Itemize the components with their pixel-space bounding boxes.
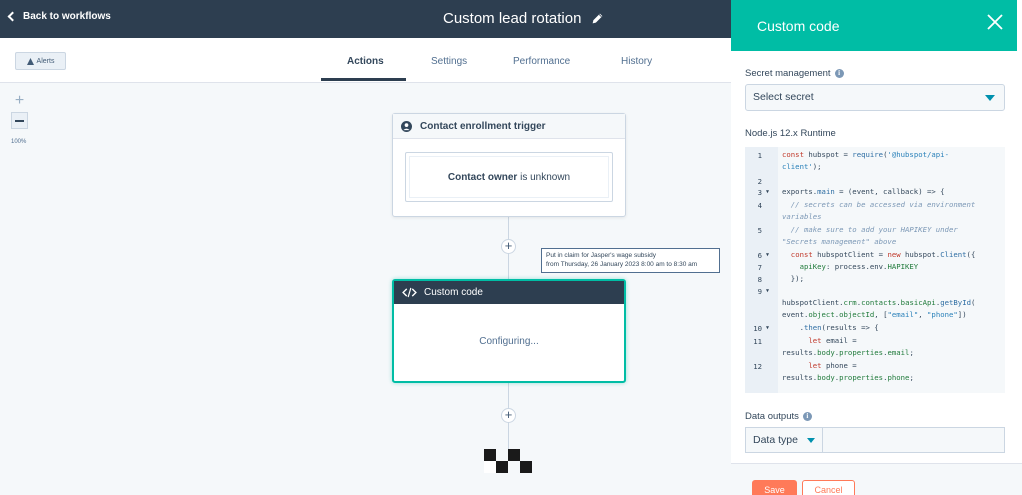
workflow-topbar: Back to workflows Custom lead rotation: [0, 0, 731, 38]
tooltip-line-2: from Thursday, 26 January 2023 8:00 am t…: [546, 261, 698, 268]
runtime-label: Node.js 12.x Runtime: [745, 128, 836, 139]
secret-management-label: Secret management i: [745, 68, 844, 79]
code-editor[interactable]: 1 const hubspot = require('@hubspot/api-…: [745, 147, 1005, 393]
custom-code-action-card[interactable]: Custom code Configuring...: [392, 279, 626, 383]
tab-performance[interactable]: Performance: [513, 56, 571, 67]
zoom-in-button[interactable]: +: [14, 92, 25, 109]
save-button[interactable]: Save: [752, 480, 797, 495]
workflow-end-flag: [484, 449, 532, 473]
panel-scrollbar[interactable]: [1017, 0, 1022, 51]
filter-condition: is unknown: [517, 171, 571, 183]
workflow-title-text: Custom lead rotation: [443, 10, 582, 27]
zoom-level: 100%: [11, 139, 27, 145]
active-tab-indicator: [321, 78, 406, 81]
secret-select-placeholder: Select secret: [753, 91, 814, 103]
back-link-label: Back to workflows: [23, 11, 111, 22]
workflow-title[interactable]: Custom lead rotation: [443, 10, 604, 27]
panel-footer: Save Cancel: [731, 463, 1022, 495]
custom-code-title: Custom code: [424, 287, 483, 298]
info-icon[interactable]: i: [802, 412, 812, 421]
data-output-name-input[interactable]: [823, 427, 1005, 453]
trigger-header: Contact enrollment trigger: [393, 114, 625, 139]
data-type-select[interactable]: Data type: [745, 427, 823, 453]
calendar-tooltip: Put in claim for Jasper's wage subsidy f…: [541, 248, 720, 273]
contact-icon: [401, 120, 412, 132]
code-icon: [402, 287, 417, 298]
enrollment-trigger-card[interactable]: Contact enrollment trigger Contact owner…: [392, 113, 626, 217]
alerts-button[interactable]: Alerts: [15, 52, 66, 70]
custom-code-panel: Custom code Secret management i Select s…: [731, 0, 1022, 495]
custom-code-header: Custom code: [394, 281, 624, 304]
caret-down-icon: [985, 95, 995, 101]
caret-down-icon: [807, 438, 815, 443]
add-action-button[interactable]: +: [501, 239, 516, 254]
trigger-title: Contact enrollment trigger: [420, 120, 546, 132]
close-icon[interactable]: [985, 12, 1005, 32]
back-to-workflows-link[interactable]: Back to workflows: [7, 11, 111, 22]
chevron-left-icon: [7, 11, 18, 22]
workflow-tabs-row: Alerts Actions Settings Performance Hist…: [0, 38, 731, 83]
zoom-out-button[interactable]: [11, 112, 28, 129]
trigger-filter[interactable]: Contact owner is unknown: [405, 152, 613, 202]
configuring-status: Configuring...: [479, 336, 539, 347]
secret-management-text: Secret management: [745, 68, 831, 79]
panel-header: Custom code: [731, 0, 1022, 51]
info-icon[interactable]: i: [834, 69, 844, 78]
tab-actions[interactable]: Actions: [347, 56, 384, 67]
data-type-label: Data type: [753, 434, 798, 446]
filter-property: Contact owner: [447, 171, 518, 183]
alerts-label: Alerts: [36, 57, 55, 65]
cancel-button[interactable]: Cancel: [802, 480, 855, 495]
pencil-icon[interactable]: [591, 12, 604, 25]
panel-title: Custom code: [757, 18, 840, 34]
data-outputs-label: Data outputs i: [745, 411, 812, 422]
tab-history[interactable]: History: [621, 56, 653, 67]
tab-settings[interactable]: Settings: [431, 56, 468, 67]
warning-icon: [26, 57, 34, 65]
tooltip-line-1: Put in claim for Jasper's wage subsidy: [546, 252, 656, 259]
code-gutter: [745, 147, 778, 393]
data-outputs-text: Data outputs: [745, 411, 799, 422]
secret-select[interactable]: Select secret: [745, 84, 1005, 111]
add-action-button[interactable]: +: [501, 408, 516, 423]
